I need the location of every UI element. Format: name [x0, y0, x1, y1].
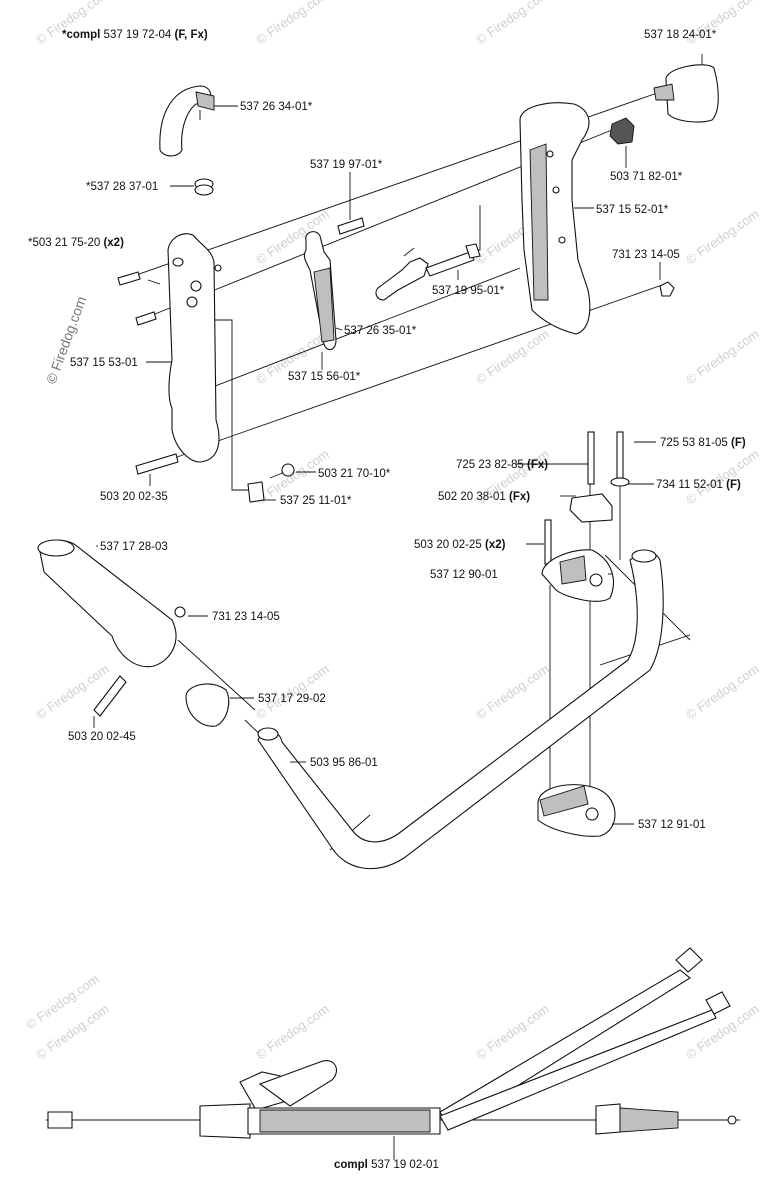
label-503-71-82: 503 71 82-01* [610, 171, 683, 183]
label-leaders [93, 54, 703, 1160]
label-725-53-81: 725 53 81-05 (F) [660, 437, 746, 449]
watermark: © Firedog.com [683, 326, 762, 387]
part-labels: *compl 537 19 72-04 (F, Fx) 537 18 24-01… [28, 29, 746, 1171]
nut-part [659, 281, 675, 297]
watermark: © Firedog.com [473, 661, 552, 722]
label-compl-bottom: compl 537 19 02-01 [334, 1159, 439, 1171]
label-537-15-52: 537 15 52-01* [596, 204, 669, 216]
watermark: © Firedog.com [473, 326, 552, 387]
label-537-26-35: 537 26 35-01* [344, 325, 417, 337]
label-537-28-37: *537 28 37-01 [86, 181, 158, 193]
grip-part [37, 539, 230, 727]
leader-line [470, 205, 481, 251]
screw-parts-left [117, 271, 179, 475]
label-537-12-90: 537 12 90-01 [430, 569, 498, 581]
watermark: © Firedog.com [253, 661, 332, 722]
label-503-20-02-45: 503 20 02-45 [68, 731, 136, 743]
watermark: © Firedog.com [683, 661, 762, 722]
label-537-25-11: 537 25 11-01* [280, 495, 352, 507]
label-537-12-91: 537 12 91-01 [638, 819, 706, 831]
label-537-17-28: 537 17 28-03 [100, 541, 168, 553]
throttle-link-part [375, 243, 481, 301]
cable-assembly-part [46, 947, 740, 1139]
spring-part [194, 178, 214, 196]
label-503-95-86: 503 95 86-01 [310, 757, 378, 769]
label-537-19-95: 537 19 95-01* [432, 285, 505, 297]
handlebar-tube-part [257, 549, 664, 870]
label-503-21-70: 503 21 70-10* [318, 468, 391, 480]
label-537-15-56: 537 15 56-01* [288, 371, 361, 383]
label-537-18-24: 537 18 24-01* [644, 29, 717, 41]
left-handle-half-part [167, 233, 222, 463]
label-731-23-14-a: 731 23 14-05 [612, 249, 680, 261]
watermark: © Firedog.com [683, 446, 762, 507]
small-bracket-parts [247, 431, 630, 565]
watermark-side: © Firedog.com [43, 294, 90, 386]
label-502-20-38: 502 20 38-01 (Fx) [438, 491, 530, 503]
watermark: © Firedog.com [473, 0, 552, 47]
label-537-17-29: 537 17 29-02 [258, 693, 326, 705]
label-537-26-34: 537 26 34-01* [240, 101, 313, 113]
label-731-23-14-b: 731 23 14-05 [212, 611, 280, 623]
knob-part [609, 64, 719, 145]
label-compl-top: *compl 537 19 72-04 (F, Fx) [62, 29, 208, 41]
label-503-20-02-25: 503 20 02-25 (x2) [414, 539, 506, 551]
leader-line [200, 319, 250, 491]
watermark-layer: © Firedog.com © Firedog.com © Firedog.co… [23, 0, 762, 1062]
label-537-15-53: 537 15 53-01 [70, 357, 138, 369]
clamp-parts [537, 549, 616, 837]
throttle-trigger-part [159, 85, 215, 157]
watermark: © Firedog.com [253, 0, 332, 47]
watermark: © Firedog.com [253, 1001, 332, 1062]
label-503-21-75: *503 21 75-20 (x2) [28, 237, 124, 249]
trigger-part [303, 217, 365, 351]
label-734-11-52: 734 11 52-01 (F) [656, 479, 741, 491]
label-725-23-82: 725 23 82-85 (Fx) [456, 459, 548, 471]
label-537-19-97: 537 19 97-01* [310, 159, 383, 171]
watermark: © Firedog.com [683, 206, 762, 267]
leader-line [209, 267, 521, 389]
right-handle-half-part [519, 102, 591, 335]
label-503-20-02-35: 503 20 02-35 [100, 491, 168, 503]
